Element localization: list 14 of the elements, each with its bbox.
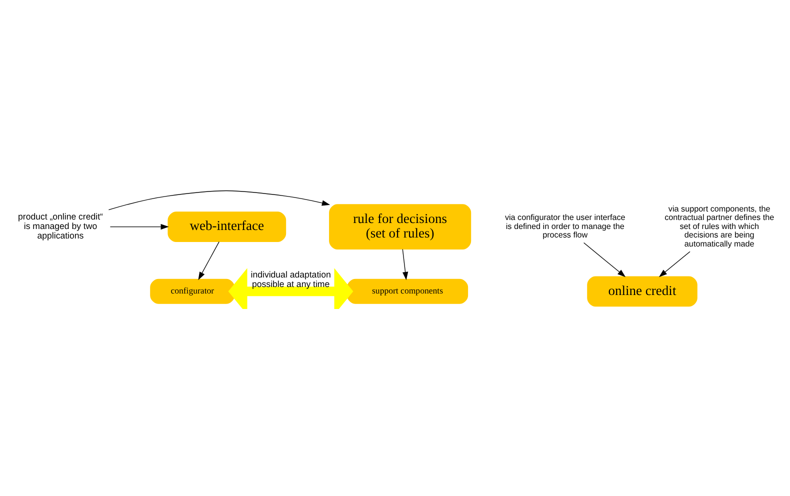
node-box: support components: [346, 278, 468, 304]
node-box: web-interface: [168, 211, 286, 242]
arrow: [198, 241, 220, 280]
node-box: rule for decisions (set of rules): [329, 204, 472, 249]
arrow: [658, 250, 690, 277]
node-box: configurator: [150, 278, 235, 304]
arrow: [402, 248, 408, 280]
arrow: [583, 242, 626, 277]
node-text: product „online credit“ is managed by two applications: [18, 211, 103, 240]
arrow: [108, 190, 330, 210]
arrow: [228, 268, 354, 308]
edge-label: individual adaptation possible at any time: [250, 268, 331, 288]
node-box: online credit: [587, 276, 698, 306]
arrow: [110, 223, 169, 230]
